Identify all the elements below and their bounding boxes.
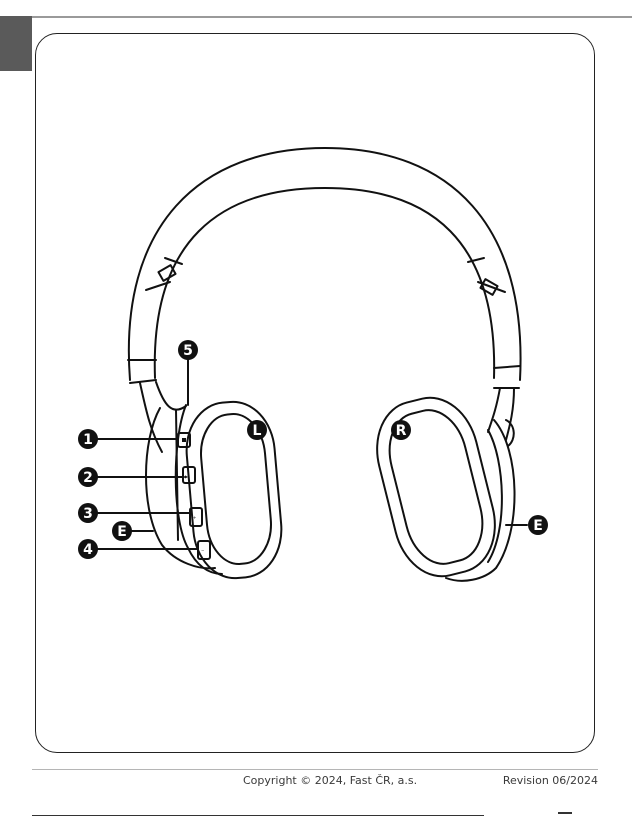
- svg-text:3: 3: [83, 506, 93, 522]
- svg-text:L: L: [253, 423, 262, 439]
- svg-text:−: −: [201, 548, 204, 553]
- right-ear-cushion: [366, 389, 506, 586]
- right-earcup-shell: [446, 420, 515, 581]
- footer-revision: Revision 06/2024: [503, 774, 598, 787]
- footer-rule: [32, 769, 598, 770]
- callout-1: 1: [78, 429, 98, 449]
- callout-e-right: E: [528, 515, 548, 535]
- svg-text:2: 2: [83, 470, 93, 486]
- svg-text:R: R: [396, 423, 407, 439]
- callout-right-side: R: [391, 420, 411, 440]
- callout-2: 2: [78, 467, 98, 487]
- bottom-rule: [32, 815, 484, 816]
- callout-e-left: E: [112, 521, 132, 541]
- svg-text:1: 1: [83, 432, 93, 448]
- callout-4: 4: [78, 539, 98, 559]
- callout-3: 3: [78, 503, 98, 523]
- footer-copyright: Copyright © 2024, Fast ČR, a.s.: [243, 774, 417, 787]
- svg-text:E: E: [117, 524, 127, 540]
- callout-left-side: L: [247, 420, 267, 440]
- svg-text:E: E: [533, 518, 543, 534]
- callout-5: 5: [178, 340, 198, 360]
- bottom-mark: [558, 812, 572, 814]
- svg-text:4: 4: [83, 542, 93, 558]
- headband-inner: [155, 188, 494, 378]
- svg-text:+: +: [193, 515, 196, 520]
- svg-text:5: 5: [183, 343, 193, 359]
